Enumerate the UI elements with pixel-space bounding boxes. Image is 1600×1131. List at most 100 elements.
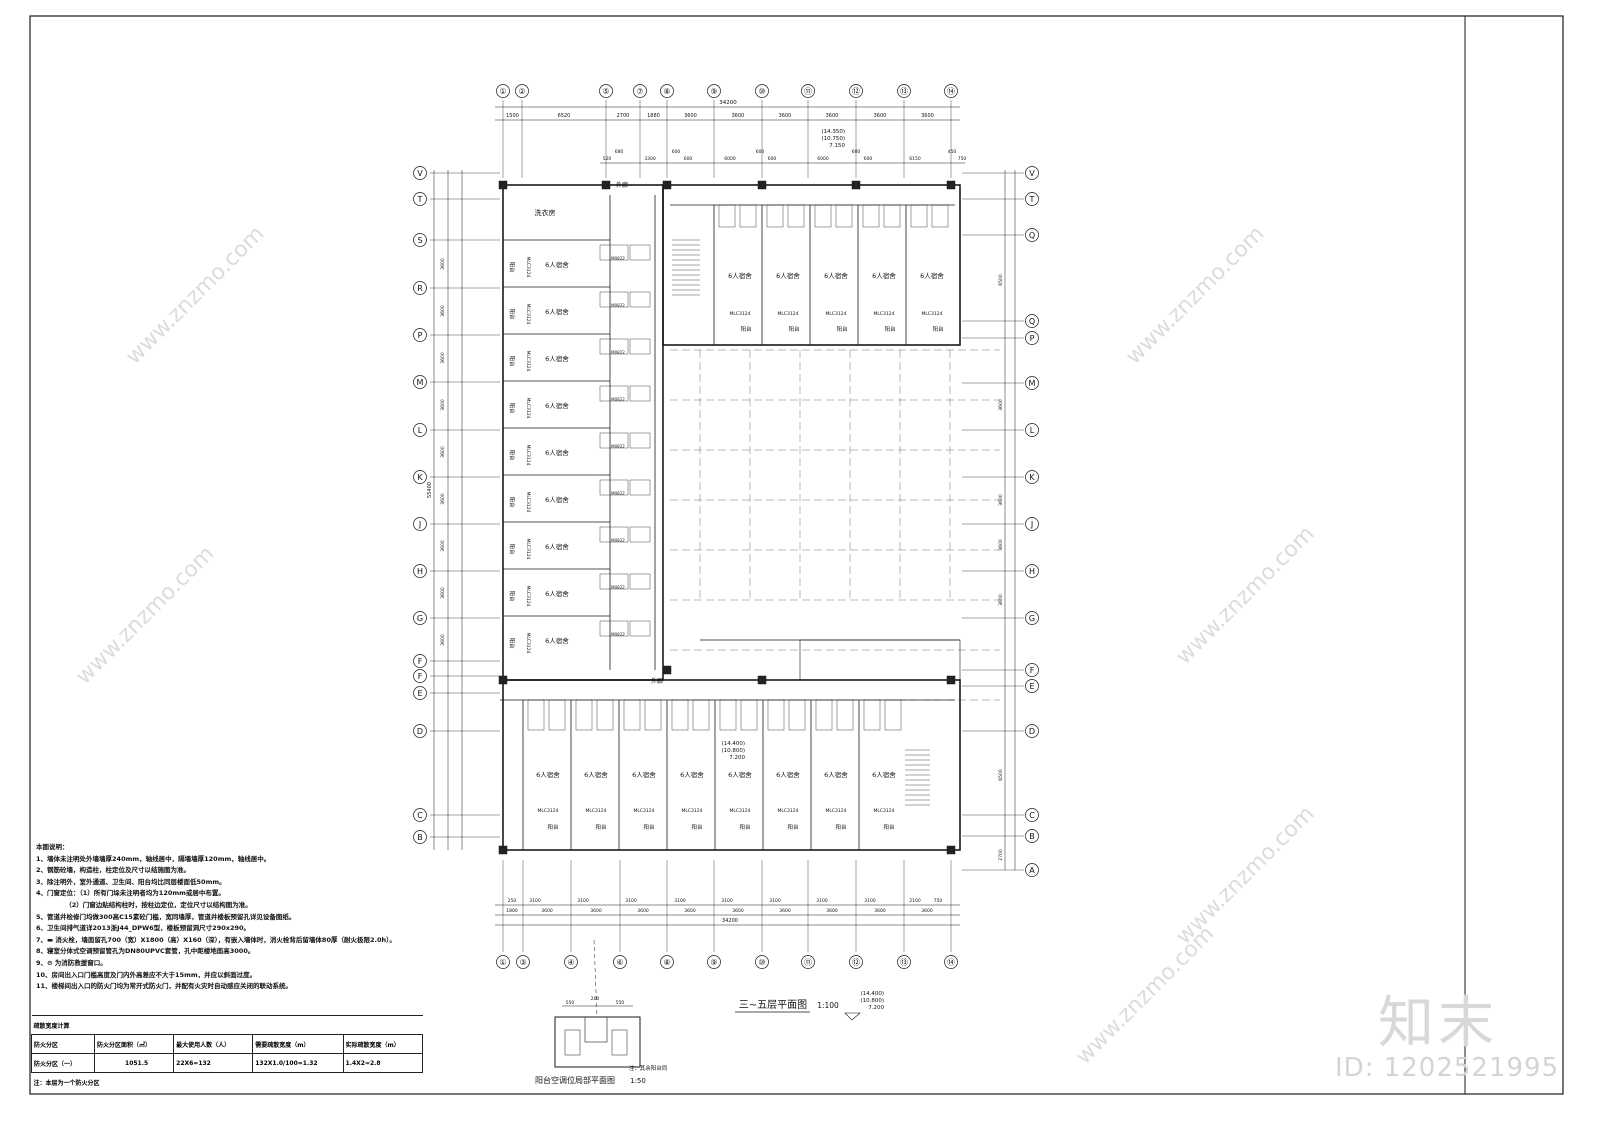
dorm-room-label: 6人宿舍 xyxy=(728,770,752,779)
structural-column xyxy=(498,675,508,685)
dimension-value: 250 xyxy=(508,898,517,904)
axis-bubble-top xyxy=(897,84,911,98)
dorm-room-label: 6人宿舍 xyxy=(680,770,704,779)
bathroom-fixture xyxy=(862,204,880,228)
balcony-label: 阳台 xyxy=(836,325,848,333)
structural-column xyxy=(498,845,508,855)
bathroom-fixture xyxy=(599,244,629,261)
dorm-room-label: 6人宿舍 xyxy=(545,542,569,551)
bathroom-fixture xyxy=(599,291,629,308)
dimension-value: 3600 xyxy=(732,113,745,119)
window-label: MLC3124 xyxy=(682,808,703,814)
dorm-room-label: 6人宿舍 xyxy=(776,770,800,779)
axis-bubble-left xyxy=(413,192,427,206)
axis-bubble-left xyxy=(413,686,427,700)
dorm-room-label: 6人宿舍 xyxy=(728,271,752,280)
axis-bubble-bottom-label: ⑪ xyxy=(804,958,812,967)
dimension-value: 3600 xyxy=(440,446,446,458)
axis-bubble-bottom-label: ⑨ xyxy=(710,958,717,967)
note-item: 6、卫生间排气道详2013浙J44_DPW6型，楼板预留洞尺寸290x290。 xyxy=(36,924,251,933)
balcony-label: 阳台 xyxy=(740,325,752,333)
bathroom-fixture xyxy=(629,432,651,449)
dimension-value: 680 xyxy=(615,149,624,155)
door-label: M0822 xyxy=(611,632,625,637)
window-label: MLC3124 xyxy=(525,586,531,607)
bathroom-fixture xyxy=(629,573,651,590)
axis-bubble-left xyxy=(413,281,427,295)
axis-bubble-top xyxy=(944,84,958,98)
axis-bubble-left xyxy=(413,470,427,484)
axis-bubble-right xyxy=(1025,228,1039,242)
axis-bubble-right xyxy=(1025,808,1039,822)
dimension-value: 2100 xyxy=(909,898,921,904)
table-header: 最大使用人数（人） xyxy=(173,1034,254,1054)
axis-bubble-right xyxy=(1025,663,1039,677)
dorm-room-label: 6人宿舍 xyxy=(872,271,896,280)
detail-dimension: 550 xyxy=(566,1000,575,1006)
bathroom-fixture xyxy=(599,338,629,355)
axis-bubble-right-label: H xyxy=(1029,567,1035,576)
dimension-value: 3600 xyxy=(921,113,934,119)
watermark-id: ID: 1202521995 xyxy=(1335,1053,1560,1083)
axis-bubble-bottom xyxy=(897,955,911,969)
dimension-value: 3600 xyxy=(874,113,887,119)
dimension-value: 3600 xyxy=(921,908,933,914)
axis-bubble-right-label: E xyxy=(1029,682,1034,691)
dimension-value: 750 xyxy=(958,156,967,162)
dimension-value: 3600 xyxy=(440,399,446,411)
axis-bubble-top xyxy=(660,84,674,98)
dorm-room-label: 6人宿舍 xyxy=(545,636,569,645)
balcony-label: 阳台 xyxy=(883,823,895,831)
dimension-value: 600 xyxy=(852,149,861,155)
door-label: M0822 xyxy=(611,303,625,308)
table-row: 防火分区（一） 1051.5 22X6=132 132X1.0/100=1.32… xyxy=(30,1053,424,1073)
axis-bubble-bottom xyxy=(944,955,958,969)
window-label: MLC3124 xyxy=(874,311,895,317)
axis-bubble-top xyxy=(515,84,529,98)
window-label: MLC3124 xyxy=(826,311,847,317)
axis-bubble-right-label: J xyxy=(1030,520,1033,529)
balcony-label: 阳台 xyxy=(932,325,944,333)
structural-column xyxy=(946,675,956,685)
dorm-room-label: 6人宿舍 xyxy=(920,271,944,280)
door-label: M0822 xyxy=(611,350,625,355)
window-label: MLC3124 xyxy=(922,311,943,317)
detail-ac-unit xyxy=(611,1029,628,1056)
elevation-mark: (14.400) xyxy=(721,741,745,747)
dimension-value: 3300 xyxy=(644,156,656,162)
dimension-value: 3600 xyxy=(998,399,1004,411)
bathroom-fixture xyxy=(719,699,737,731)
bathroom-fixture xyxy=(629,291,651,308)
dimension-value: 3600 xyxy=(440,540,446,552)
dimension-value: 3100 xyxy=(816,898,828,904)
elevation-triangle xyxy=(844,1012,861,1021)
axis-bubble-right-label: C xyxy=(1029,811,1035,820)
axis-bubble-left-label: T xyxy=(417,195,423,204)
table-cell: 1.4X2=2.8 xyxy=(342,1053,424,1073)
window-label: MLC3124 xyxy=(730,808,751,814)
axis-bubble-right xyxy=(1025,192,1039,206)
axis-bubble-top xyxy=(755,84,769,98)
balcony-label: 阳台 xyxy=(508,590,516,602)
dimension-value: 6520 xyxy=(558,113,571,119)
axis-bubble-right-label: Q xyxy=(1029,231,1035,240)
watermark-text: www.znzmo.com xyxy=(1121,221,1269,369)
balcony-label: 阳台 xyxy=(508,543,516,555)
detail-title: 阳台空调位局部平面图 xyxy=(535,1075,615,1085)
balcony-label: 阳台 xyxy=(595,823,607,831)
elevation-mark: (10.750) xyxy=(821,136,845,142)
dorm-room-label: 6人宿舍 xyxy=(776,271,800,280)
watermark-text: www.znzmo.com xyxy=(121,221,269,369)
bathroom-fixture xyxy=(787,204,805,228)
axis-bubble-left-label: F xyxy=(418,657,423,666)
balcony-label: 阳台 xyxy=(788,325,800,333)
bathroom-fixture xyxy=(883,204,901,228)
dimension-value: 3600 xyxy=(440,587,446,599)
axis-bubble-right xyxy=(1025,331,1039,345)
balcony-label: 阳台 xyxy=(691,823,703,831)
axis-bubble-top xyxy=(496,84,510,98)
dorm-room-label: 6人宿舍 xyxy=(545,354,569,363)
balcony-label: 阳台 xyxy=(508,308,516,320)
axis-bubble-top xyxy=(599,84,613,98)
